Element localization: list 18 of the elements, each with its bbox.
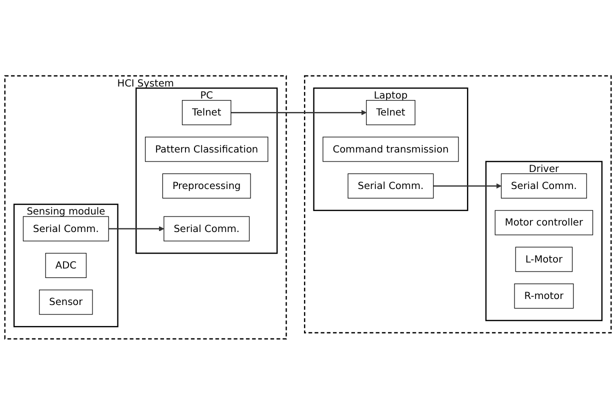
node-box: Sensor bbox=[39, 289, 93, 314]
node-box: L-Motor bbox=[515, 246, 573, 272]
arrow bbox=[433, 182, 502, 188]
node-box: Preprocessing bbox=[162, 173, 251, 198]
node-box: ADC bbox=[45, 252, 87, 278]
cluster bbox=[304, 74, 612, 333]
node-box: Serial Comm. bbox=[164, 216, 250, 241]
node-box: R-motor bbox=[514, 283, 574, 308]
node-box: Serial Comm. bbox=[348, 173, 434, 198]
arrow bbox=[108, 226, 164, 232]
node-box: Serial Comm. bbox=[22, 216, 109, 241]
node-box: Telnet bbox=[366, 100, 416, 125]
node-box: Serial Comm. bbox=[500, 173, 587, 198]
node-box: Pattern Classification bbox=[144, 136, 268, 162]
node-box: Telnet bbox=[182, 100, 232, 125]
arrow bbox=[230, 110, 367, 115]
node-box: Motor controller bbox=[494, 210, 594, 235]
node-box: Command transmission bbox=[322, 136, 459, 162]
